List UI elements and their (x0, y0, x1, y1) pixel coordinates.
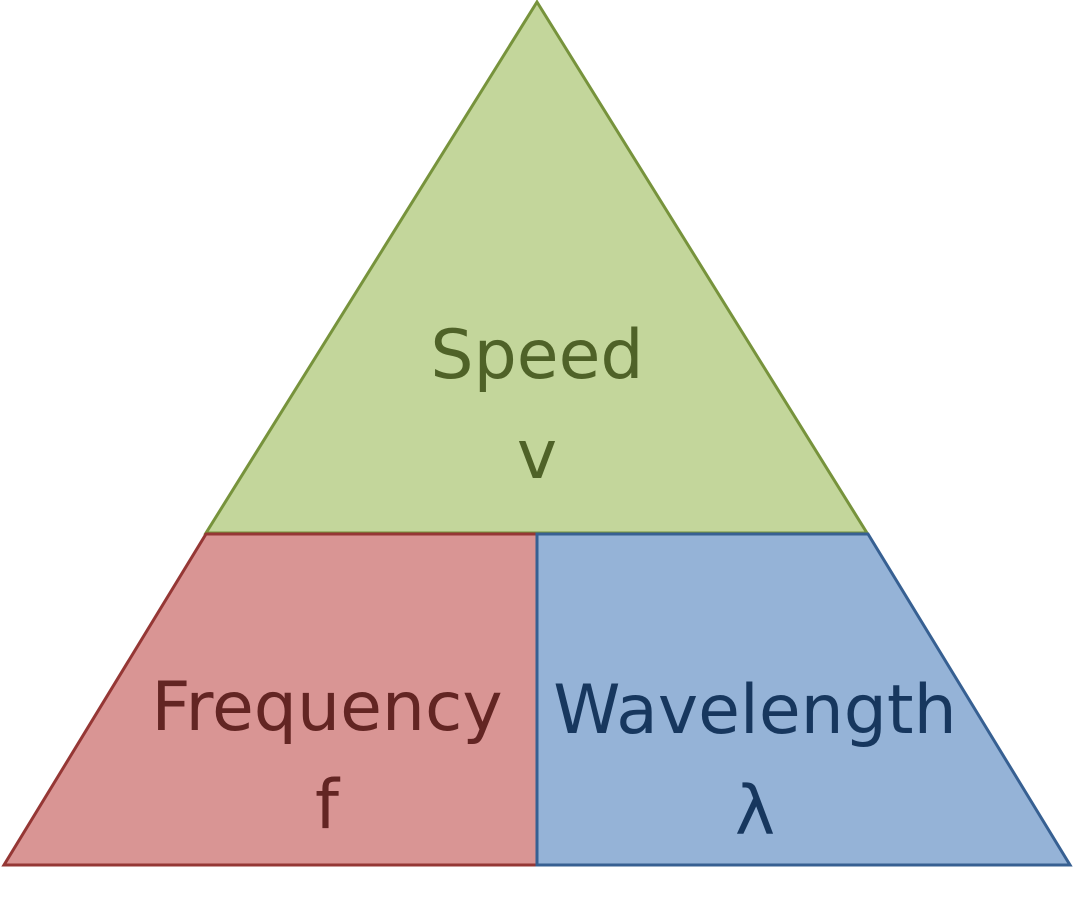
speed-label: Speed (430, 316, 643, 395)
frequency-label: Frequency (151, 668, 502, 747)
wavelength-label: Wavelength (553, 671, 956, 750)
wavelength-symbol: λ (735, 772, 775, 851)
frequency-symbol: f (315, 766, 341, 845)
speed-symbol: v (517, 416, 557, 495)
wavelength-section (535, 532, 1073, 867)
